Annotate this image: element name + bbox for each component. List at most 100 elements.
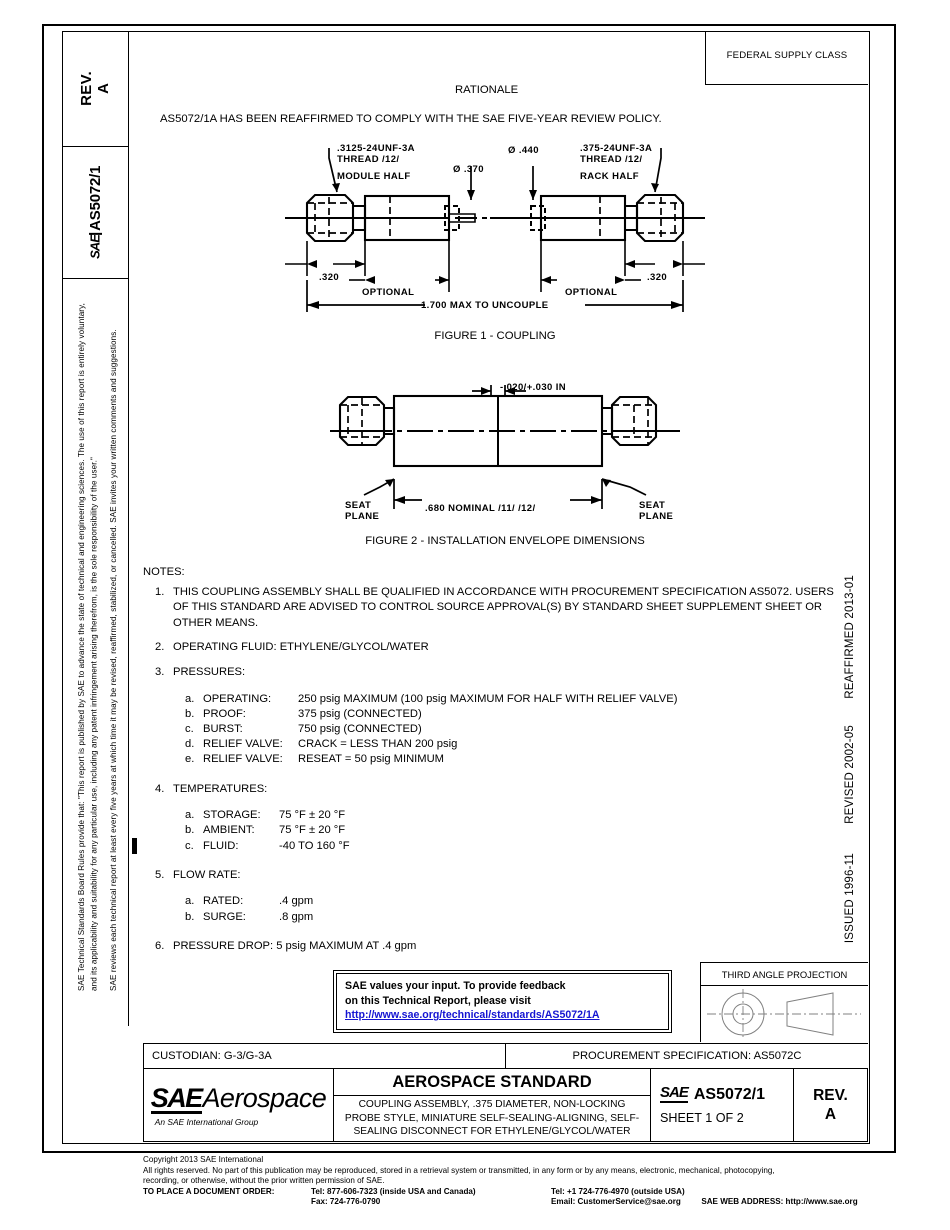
sub-key: SURGE: [203, 910, 246, 923]
sub-value: .8 gpm [279, 910, 314, 923]
sub-key: FLUID: [203, 839, 239, 852]
fig1-module-half: MODULE HALF [337, 171, 411, 182]
copyright-footer: Copyright 2013 SAE International All rig… [143, 1155, 883, 1208]
note-sublist: a. STORAGE: 75 °F ± 20 °F b. AMBIENT: 75… [173, 808, 843, 854]
sae-aerospace-logo: SAE Aerospace An SAE International Group [144, 1069, 334, 1141]
custodian-field: CUSTODIAN: G-3/G-3A [143, 1043, 505, 1069]
fig1-dia-440: Ø .440 [508, 145, 539, 156]
third-angle-projection-box: THIRD ANGLE PROJECTION [700, 962, 868, 1042]
sub-letter: c. [185, 839, 194, 852]
feedback-link[interactable]: http://www.sae.org/technical/standards/A… [345, 1009, 600, 1022]
figure-1-caption: FIGURE 1 - COUPLING [434, 330, 556, 342]
custodian-text: CUSTODIAN: G-3/G-3A [152, 1050, 272, 1062]
feedback-box: SAE values your input. To provide feedba… [333, 970, 672, 1033]
note-sublist: a. OPERATING: 250 psig MAXIMUM (100 psig… [173, 692, 843, 768]
sub-key: RELIEF VALVE: [203, 738, 283, 751]
sub-letter: b. [185, 707, 195, 720]
fig1-thread-right-2: THREAD /12/ [580, 154, 643, 165]
third-angle-projection-symbol-icon [701, 986, 868, 1043]
note-item: 2. OPERATING FLUID: ETHYLENE/GLYCOL/WATE… [143, 640, 843, 656]
sub-key: PROOF: [203, 707, 246, 720]
note-number: 1. [155, 585, 165, 598]
note-subitem: b. PROOF: 375 psig (CONNECTED) [173, 707, 843, 722]
legal-paragraph-2: SAE reviews each technical report at lea… [109, 329, 118, 991]
aerospace-wordmark: Aerospace [202, 1083, 327, 1113]
note-subitem: a. STORAGE: 75 °F ± 20 °F [173, 808, 843, 823]
sub-value: CRACK = LESS THAN 200 psig [298, 738, 458, 751]
fig1-optional-left: OPTIONAL [362, 287, 415, 298]
document-number-box: SAE AS5072/1 [62, 147, 129, 279]
fig2-seat-plane-right-1: SEAT [639, 500, 666, 511]
fig2-nominal-dim: .680 NOMINAL /11/ /12/ [425, 503, 536, 514]
date-revised: REVISED 2002-05 [844, 725, 856, 824]
sae-tagline: An SAE International Group [154, 1117, 259, 1127]
title-block-rev-label: REV. [813, 1087, 848, 1104]
note-item: 1. THIS COUPLING ASSEMBLY SHALL BE QUALI… [143, 585, 843, 632]
sub-value: .4 gpm [279, 895, 314, 908]
note-number: 6. [155, 939, 165, 952]
fig1-dia-370: Ø .370 [453, 164, 484, 175]
note-text: THIS COUPLING ASSEMBLY SHALL BE QUALIFIE… [173, 585, 834, 629]
sub-letter: c. [185, 722, 194, 735]
figure-2-caption: FIGURE 2 - INSTALLATION ENVELOPE DIMENSI… [365, 535, 645, 547]
note-item: 3. PRESSURES: a. OPERATING: 250 psig MAX… [143, 665, 843, 768]
standard-title: COUPLING ASSEMBLY, .375 DIAMETER, NON-LO… [344, 1099, 640, 1138]
date-reaffirmed: REAFFIRMED 2013-01 [844, 575, 856, 699]
title-block-revision-cell: REV. A [794, 1069, 867, 1141]
sae-wordmark: SAE [150, 1083, 203, 1114]
legal-notice-column: SAE Technical Standards Board Rules prov… [62, 279, 129, 1026]
page-inner-border [62, 31, 870, 1144]
tel-outside-usa: Tel: +1 724-776-4970 (outside USA) [551, 1186, 685, 1196]
fig1-dim-320-left: .320 [319, 272, 340, 283]
title-block: SAE Aerospace An SAE International Group… [143, 1069, 868, 1142]
rationale-title: RATIONALE [455, 84, 519, 96]
fig1-dim-320-right: .320 [647, 272, 668, 283]
note-subitem: e. RELIEF VALVE: RESEAT = 50 psig MINIMU… [173, 752, 843, 767]
third-angle-projection-title: THIRD ANGLE PROJECTION [701, 963, 868, 986]
sub-key: RATED: [203, 895, 244, 908]
fig1-thread-left-1: .3125-24UNF-3A [337, 143, 415, 154]
fig2-seat-plane-right-2: PLANE [639, 511, 674, 522]
sub-key: RELIEF VALVE: [203, 753, 283, 766]
note-subitem: b. AMBIENT: 75 °F ± 20 °F [173, 823, 843, 838]
sub-value: 750 psig (CONNECTED) [298, 722, 422, 735]
rights-line-2: recording, or otherwise, without the pri… [143, 1176, 385, 1186]
feedback-line-2: on this Technical Report, please visit [345, 994, 531, 1007]
sub-letter: a. [185, 692, 195, 705]
note-subitem: a. OPERATING: 250 psig MAXIMUM (100 psig… [173, 692, 843, 707]
title-block-rev-value: A [824, 1106, 837, 1123]
note-item: 5. FLOW RATE: a. RATED: .4 gpm b. SURGE:… [143, 868, 843, 925]
note-text: FLOW RATE: [173, 868, 241, 881]
note-number: 4. [155, 782, 165, 795]
procurement-spec-text: PROCUREMENT SPECIFICATION: AS5072C [572, 1050, 802, 1062]
note-subitem: d. RELIEF VALVE: CRACK = LESS THAN 200 p… [173, 737, 843, 752]
sub-value: 375 psig (CONNECTED) [298, 707, 422, 720]
tel-inside-usa: Tel: 877-606-7323 (inside USA and Canada… [311, 1186, 476, 1196]
note-subitem: c. FLUID: -40 TO 160 °F [173, 839, 843, 854]
sub-key: AMBIENT: [203, 824, 255, 837]
note-item: 6. PRESSURE DROP: 5 psig MAXIMUM AT .4 g… [143, 939, 843, 955]
notes-heading: NOTES: [143, 566, 185, 578]
fig1-uncouple-dim: 1.700 MAX TO UNCOUPLE [421, 300, 549, 311]
fig1-optional-right: OPTIONAL [565, 287, 618, 298]
figure-1-drawing [285, 140, 705, 325]
sub-letter: e. [185, 753, 195, 766]
sae-logo-icon: SAE [660, 1084, 689, 1103]
title-block-number-cell: SAE AS5072/1 SHEET 1 OF 2 [651, 1069, 794, 1141]
note-item: 4. TEMPERATURES: a. STORAGE: 75 °F ± 20 … [143, 782, 843, 854]
order-label: TO PLACE A DOCUMENT ORDER: [143, 1186, 275, 1196]
note-text: PRESSURE DROP: 5 psig MAXIMUM AT .4 gpm [173, 939, 417, 952]
sub-value: 75 °F ± 20 °F [279, 809, 346, 822]
sheet-number: SHEET 1 OF 2 [660, 1110, 744, 1125]
sub-key: BURST: [203, 722, 243, 735]
page-outer-border [42, 24, 896, 1153]
note-number: 3. [155, 665, 165, 678]
rights-line-1: All rights reserved. No part of this pub… [143, 1165, 775, 1175]
sae-web-address: SAE WEB ADDRESS: http://www.sae.org [701, 1197, 858, 1207]
sub-letter: a. [185, 809, 195, 822]
figure-2-drawing [330, 375, 680, 525]
fig1-thread-right-1: .375-24UNF-3A [580, 143, 653, 154]
note-subitem: b. SURGE: .8 gpm [173, 910, 843, 925]
title-block-doc-number: AS5072/1 [693, 1085, 766, 1103]
rationale-body: AS5072/1A HAS BEEN REAFFIRMED TO COMPLY … [160, 113, 662, 125]
